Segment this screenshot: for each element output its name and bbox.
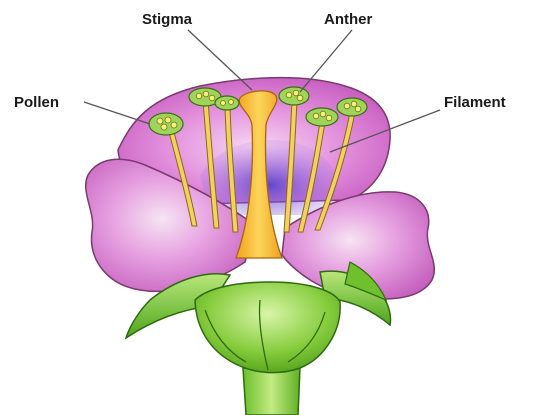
- filament-label: Filament: [444, 94, 506, 111]
- anther-label: Anther: [324, 11, 372, 28]
- anther-5: [306, 108, 338, 126]
- anther-4: [279, 87, 309, 105]
- stem: [243, 368, 300, 415]
- anther-6: [337, 98, 367, 116]
- receptacle-cup: [195, 282, 340, 373]
- anther-3: [215, 96, 239, 110]
- pollen-label: Pollen: [14, 94, 59, 111]
- stigma-label: Stigma: [142, 11, 193, 28]
- pollen-leader-line: [84, 102, 150, 124]
- stigma-leader-line: [188, 30, 252, 90]
- anther-1: [149, 113, 183, 135]
